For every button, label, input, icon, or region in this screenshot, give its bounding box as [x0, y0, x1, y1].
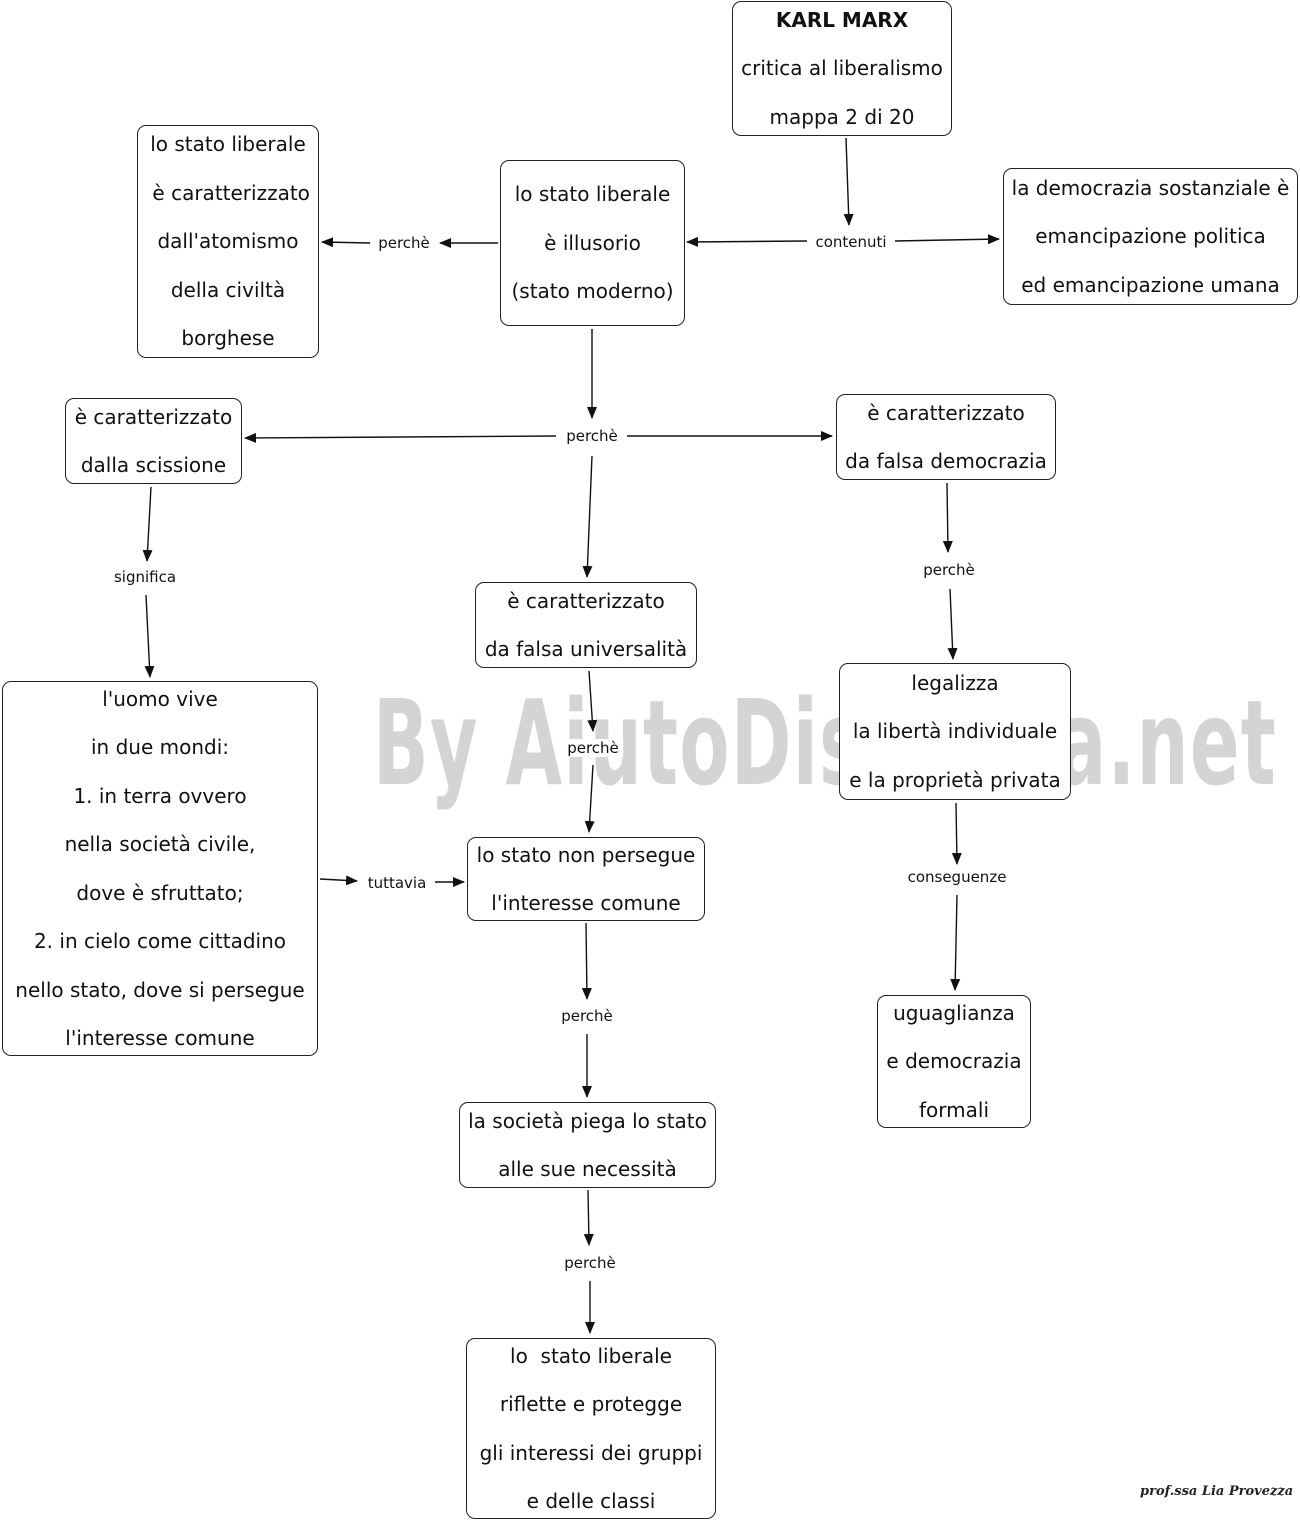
edge-label-perche-societa: perchè	[560, 1254, 620, 1272]
edge-perche-non-persegue	[584, 764, 595, 833]
node-scissione: è caratterizzato dalla scissione	[65, 398, 242, 484]
node-line: lo stato liberale	[150, 132, 306, 157]
edge-societa-perche	[583, 1189, 594, 1246]
node-line: 2. in cielo come cittadino	[33, 929, 287, 953]
edge-non-persegue-perche	[581, 922, 592, 1000]
node-line: emancipazione politica	[1035, 224, 1266, 249]
edge-falsa-universalita-perche	[587, 670, 598, 732]
node-line: della civiltà	[170, 277, 286, 302]
edge-label-contenuti: contenuti	[811, 233, 891, 251]
edge-title-contenuti	[843, 137, 854, 226]
node-line: uguaglianza	[893, 1000, 1015, 1025]
edge-significa-uomo	[144, 594, 155, 678]
edge-conseguenze-uguaglianza	[950, 894, 961, 991]
node-line: e la proprietà privata	[849, 767, 1061, 792]
node-line: in due mondi:	[90, 735, 229, 759]
edge-contenuti-democrazia	[894, 234, 1000, 245]
node-line: è caratterizzato	[146, 180, 310, 205]
node-democrazia-sostanziale: la democrazia sostanziale è emancipazion…	[1003, 168, 1298, 305]
node-falsa-democrazia: è caratterizzato da falsa democrazia	[836, 394, 1056, 480]
node-line: da falsa democrazia	[845, 449, 1047, 473]
node-uguaglianza: uguaglianza e democrazia formali	[877, 995, 1031, 1128]
edge-scissione-significa	[142, 486, 153, 562]
edge-label-perche-democrazia: perchè	[919, 561, 979, 579]
edge-label-perche-center: perchè	[562, 427, 622, 445]
title-line-1: KARL MARX	[775, 7, 909, 32]
node-line: è caratterizzato	[74, 404, 233, 429]
edge-falsa-democrazia-perche	[942, 482, 953, 553]
edge-label-tuttavia: tuttavia	[363, 874, 431, 892]
node-line: è illusorio	[544, 230, 641, 255]
node-line: riflette e protegge	[499, 1392, 683, 1416]
edge-perche-falsa-universalita	[582, 455, 593, 578]
node-line: lo stato non persegue	[476, 842, 696, 867]
node-line: la libertà individuale	[852, 719, 1058, 744]
node-riflette: lo stato liberale riflette e protegge gl…	[466, 1338, 716, 1519]
node-line: è caratterizzato	[867, 400, 1025, 425]
node-line: alle sue necessità	[498, 1157, 677, 1181]
node-line: (stato moderno)	[511, 279, 674, 304]
title-line-3: mappa 2 di 20	[769, 104, 915, 129]
edge-contenuti-illusorio	[686, 236, 808, 247]
edge-uomo-tuttavia	[319, 875, 358, 886]
node-line: legalizza	[911, 670, 999, 695]
node-atomismo: lo stato liberale è caratterizzato dall'…	[137, 125, 319, 358]
node-falsa-universalita: è caratterizzato da falsa universalità	[475, 582, 697, 668]
node-line: l'interesse comune	[65, 1026, 255, 1050]
node-line: dove è sfruttato;	[76, 880, 244, 905]
node-line: ed emancipazione umana	[1021, 272, 1280, 297]
node-line: nella società civile,	[64, 832, 256, 856]
node-legalizza: legalizza la libertà individuale e la pr…	[839, 663, 1071, 800]
node-line: da falsa universalità	[484, 637, 688, 661]
node-line: gli interessi dei gruppi	[479, 1440, 703, 1465]
node-line: la democrazia sostanziale è	[1011, 175, 1290, 200]
node-line: dall'atomismo	[157, 229, 299, 254]
node-line: nello stato, dove si persegue	[15, 977, 305, 1002]
edge-legalizza-conseguenze	[951, 802, 962, 865]
title-line-2: critica al liberalismo	[741, 56, 943, 81]
node-line: è caratterizzato	[507, 588, 665, 613]
edge-perche-atomismo	[321, 237, 371, 248]
node-line: 1. in terra ovvero	[73, 783, 247, 808]
node-line: l'interesse comune	[491, 891, 681, 915]
node-line: dalla scissione	[80, 453, 227, 477]
edge-label-perche-non-persegue: perchè	[557, 1007, 617, 1025]
edge-perche-legalizza	[947, 588, 958, 660]
edge-label-conseguenze: conseguenze	[903, 868, 1011, 886]
node-non-persegue: lo stato non persegue l'interesse comune	[467, 837, 705, 921]
node-line: e democrazia	[886, 1049, 1022, 1074]
signature: prof.ssa Lia Provezza	[1140, 1484, 1294, 1499]
edge-perche-scissione	[244, 432, 557, 443]
node-line: e delle classi	[526, 1489, 656, 1513]
edge-label-perche-atomismo: perchè	[374, 234, 434, 252]
node-uomo-vive: l'uomo vive in due mondi: 1. in terra ov…	[2, 681, 318, 1056]
node-line: borghese	[181, 326, 275, 351]
node-illusorio: lo stato liberale è illusorio (stato mod…	[500, 160, 685, 326]
node-line: la società piega lo stato	[468, 1108, 707, 1133]
node-line: l'uomo vive	[102, 686, 218, 711]
node-line: lo stato liberale	[514, 182, 671, 207]
edge-label-significa: significa	[109, 568, 181, 586]
edge-label-perche-universalita: perchè	[563, 739, 623, 757]
node-societa-piega: la società piega lo stato alle sue neces…	[459, 1102, 716, 1188]
node-line: formali	[919, 1097, 989, 1122]
node-title: KARL MARX critica al liberalismo mappa 2…	[732, 1, 952, 136]
node-line: lo stato liberale	[510, 1343, 672, 1368]
